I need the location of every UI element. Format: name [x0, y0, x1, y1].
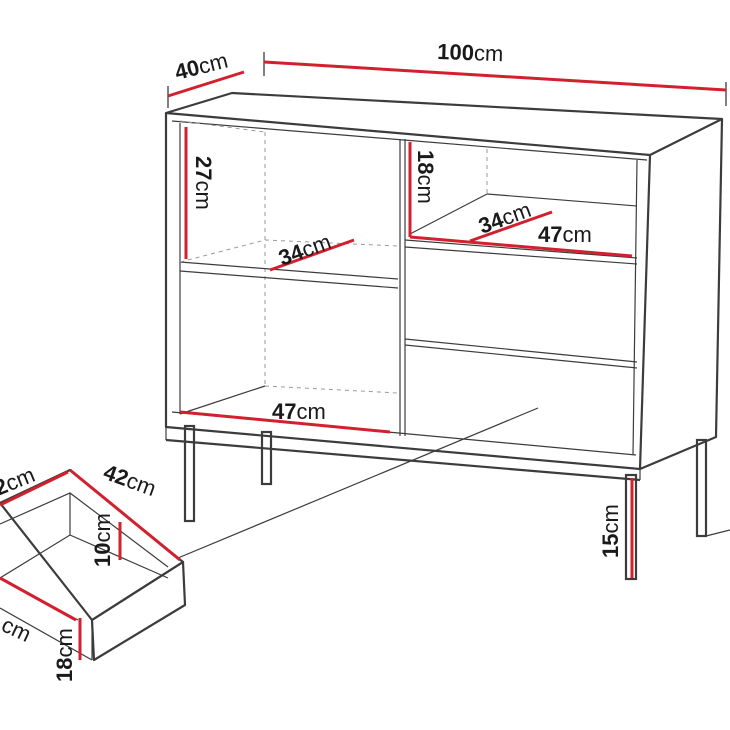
leg-back-right — [695, 438, 708, 538]
dimension-labels: 100cm 40cm 27cm 34cm 47cm 18cm 34cm 47cm — [0, 39, 623, 682]
cabinet-legs — [183, 424, 730, 581]
sideboard — [164, 91, 730, 581]
drawer-width-line — [69, 468, 181, 562]
cabinet-top — [164, 91, 724, 157]
depth-dimension-line — [167, 70, 245, 98]
label-left-shelf-height: 27cm — [191, 156, 216, 210]
left-shelf-depth-line — [269, 238, 355, 272]
drawer-depth-left-line — [0, 576, 77, 622]
left-compartment — [179, 120, 406, 436]
right-compartment — [404, 149, 638, 456]
dimension-lines — [0, 52, 727, 660]
label-right-top-height: 18cm — [413, 150, 438, 204]
label-left-inner-width: 47cm — [272, 399, 326, 424]
label-left-shelf-depth: 34cm — [275, 229, 334, 271]
label-drawer-depth-left: cm — [0, 612, 35, 647]
cabinet-front-outline — [164, 113, 652, 471]
label-drawer-inner-height: 10cm — [90, 513, 115, 567]
label-drawer-width: 42cm — [100, 459, 159, 501]
label-width: 100cm — [437, 39, 504, 66]
detail-leader-line — [177, 407, 539, 559]
leg-back-left — [260, 430, 273, 486]
left-inner-width-line — [179, 410, 391, 434]
drawer-depth-top-line — [0, 470, 69, 507]
label-right-top-depth: 34cm — [475, 197, 534, 239]
width-dimension-line — [263, 60, 727, 92]
leg-front-left — [183, 424, 196, 523]
right-top-width-line — [409, 235, 633, 258]
label-drawer-front-height: 18cm — [52, 628, 77, 682]
label-right-top-width: 47cm — [538, 222, 592, 247]
drawer-front-panel — [90, 560, 187, 662]
label-depth: 40cm — [172, 48, 230, 85]
leg-front-right — [624, 473, 638, 581]
right-top-depth-line — [469, 210, 553, 243]
cabinet-side — [639, 118, 724, 471]
label-leg-height: 15cm — [598, 504, 623, 558]
